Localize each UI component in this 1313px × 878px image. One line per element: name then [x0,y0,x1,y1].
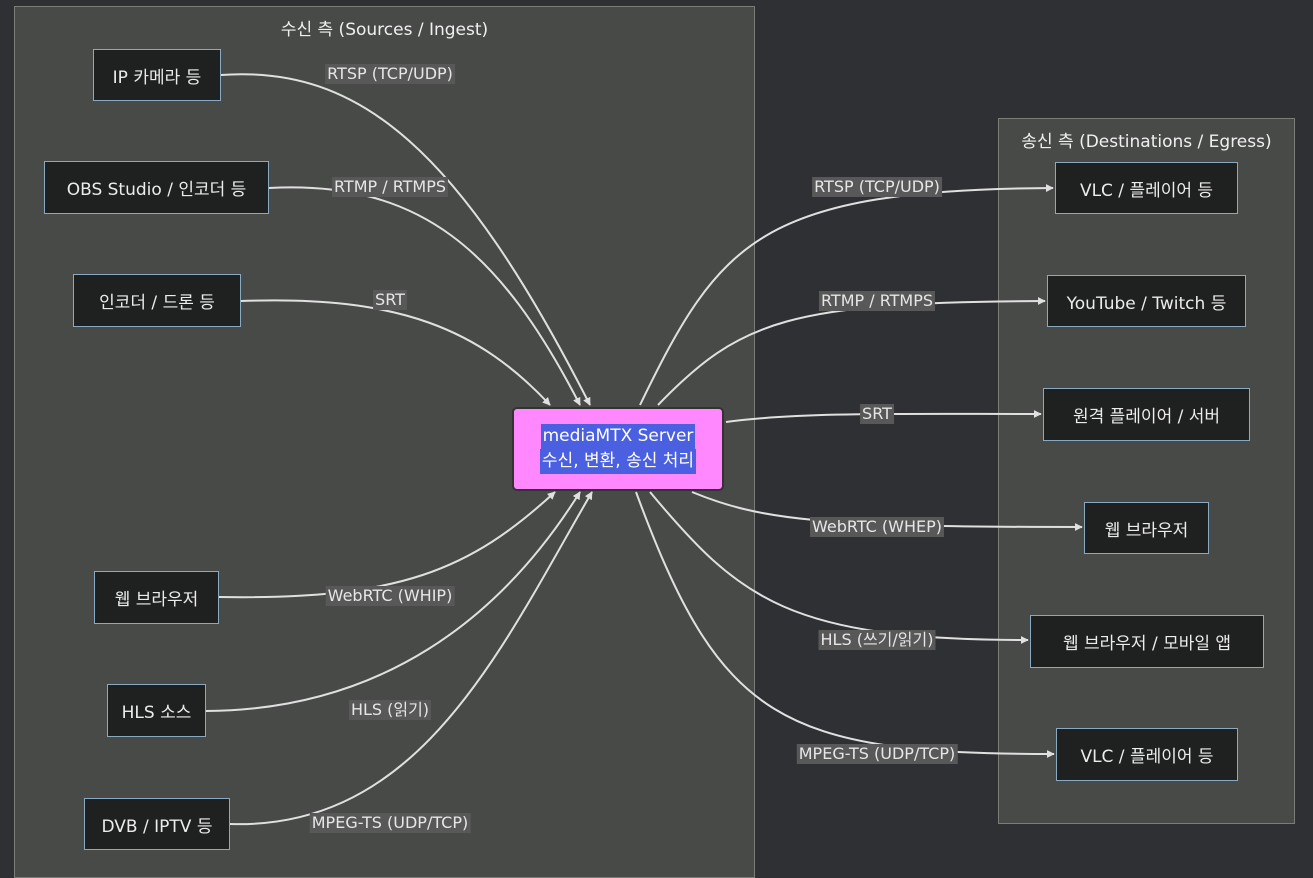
dest-node-vlc-player: VLC / 플레이어 등 [1055,162,1238,214]
source-node-web-browser: 웹 브라우저 [94,571,219,624]
edge-label-dest-hls: HLS (쓰기/읽기) [818,630,936,650]
server-subtitle: 수신, 변환, 송신 처리 [539,449,697,474]
edge-label-source-srt: SRT [373,290,407,310]
edge-label-source-rtmp: RTMP / RTMPS [331,177,449,197]
source-node-encoder-drone: 인코더 / 드론 등 [73,274,241,327]
source-node-hls-source: HLS 소스 [107,684,206,737]
dest-node-youtube-twitch: YouTube / Twitch 등 [1047,275,1246,327]
dest-node-web-browser: 웹 브라우저 [1084,502,1209,554]
dest-node-vlc-player-mpegts: VLC / 플레이어 등 [1056,728,1238,781]
edge-dest-youtube-twitch [657,297,1046,406]
edge-dest-vlc-rtsp [639,184,1054,406]
destinations-group: 송신 측 (Destinations / Egress) [998,118,1295,824]
edge-source-obs [268,186,581,406]
destinations-group-title: 송신 측 (Destinations / Egress) [1021,132,1272,152]
edge-label-dest-rtmp: RTMP / RTMPS [818,291,936,311]
source-node-dvb-iptv: DVB / IPTV 등 [84,798,230,850]
edge-label-dest-mpegts: MPEG-TS (UDP/TCP) [796,744,958,764]
source-node-ip-camera: IP 카메라 등 [93,49,221,101]
edge-dest-browser-mobile [649,491,1029,644]
edge-source-dvb-iptv [229,491,593,826]
edge-label-dest-rtsp: RTSP (TCP/UDP) [812,177,942,197]
mediamtx-server-node: mediaMTX Server 수신, 변환, 송신 처리 [512,407,724,491]
edge-dest-remote-player [725,409,1042,423]
edge-label-source-mpegts: MPEG-TS (UDP/TCP) [309,813,471,833]
edge-source-web-browser [218,491,556,599]
edge-label-source-rtsp: RTSP (TCP/UDP) [325,64,455,84]
edge-source-hls [205,491,581,712]
source-node-obs-studio: OBS Studio / 인코더 등 [44,161,269,214]
edge-label-source-hls: HLS (읽기) [348,700,432,720]
edge-label-dest-webrtc: WebRTC (WHEP) [809,517,945,537]
edge-source-encoder-drone [240,299,551,406]
edge-label-dest-srt: SRT [860,404,894,424]
edge-label-source-webrtc: WebRTC (WHIP) [325,586,455,606]
server-title: mediaMTX Server [540,424,696,449]
dest-node-browser-mobile-app: 웹 브라우저 / 모바일 앱 [1030,615,1264,668]
edge-source-ip-camera [220,73,591,406]
sources-group-title: 수신 측 (Sources / Ingest) [280,20,489,40]
dest-node-remote-player: 원격 플레이어 / 서버 [1043,388,1250,441]
